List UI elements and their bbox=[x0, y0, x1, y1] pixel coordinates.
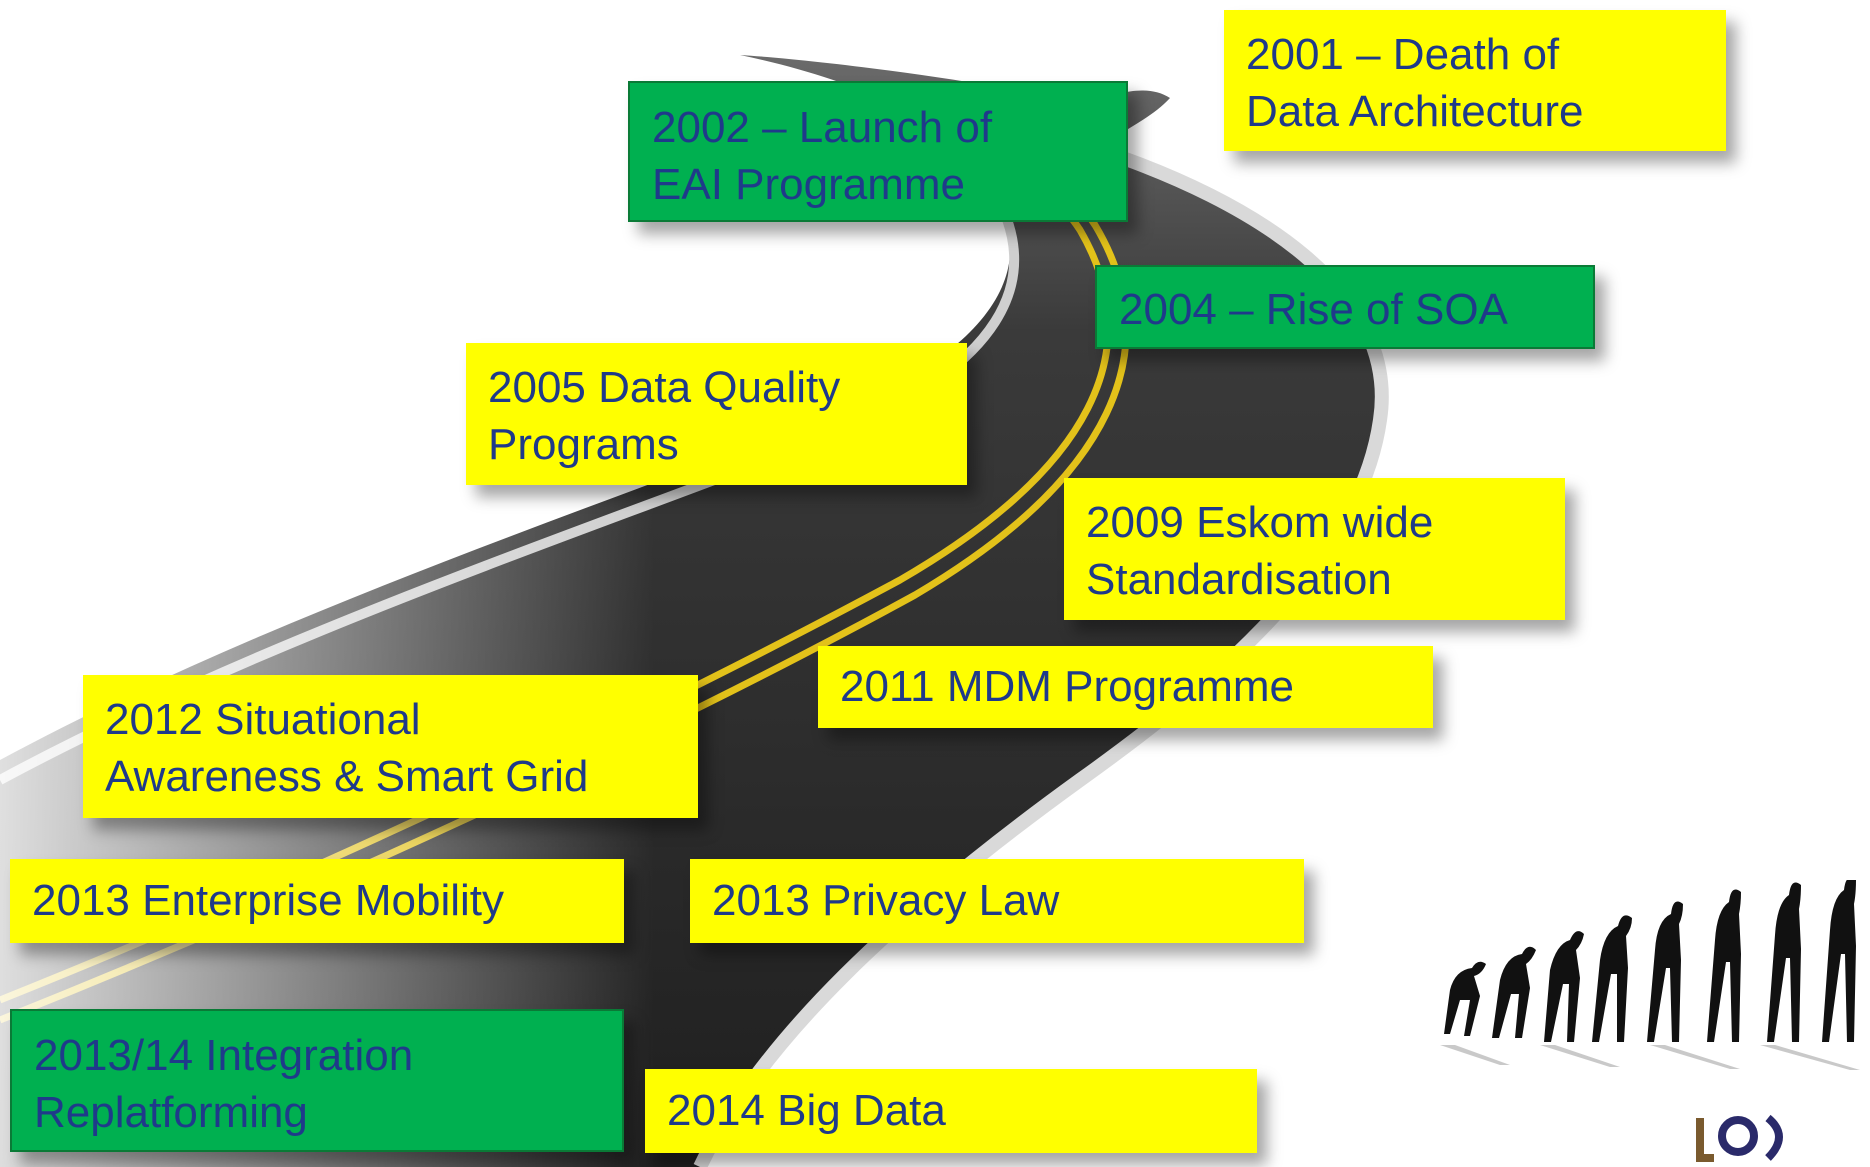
milestone-2002: 2002 – Launch of EAI Programme bbox=[628, 81, 1128, 222]
milestone-2002-line-1: 2002 – Launch of bbox=[652, 103, 993, 152]
milestone-2001-line-1: 2001 – Death of bbox=[1246, 30, 1560, 79]
milestone-2013-privacy-line-1: 2013 Privacy Law bbox=[712, 876, 1060, 925]
milestone-2012-line-2: Awareness & Smart Grid bbox=[105, 752, 589, 801]
milestone-2009-line-2: Standardisation bbox=[1086, 555, 1392, 604]
milestone-2001: 2001 – Death of Data Architecture bbox=[1224, 10, 1726, 151]
milestone-2013-integration-line-1: 2013/14 Integration bbox=[34, 1031, 414, 1080]
milestone-2011-line-1: 2011 MDM Programme bbox=[840, 662, 1294, 711]
milestone-2002-line-2: EAI Programme bbox=[652, 160, 965, 209]
milestone-2009: 2009 Eskom wide Standardisation bbox=[1064, 478, 1565, 620]
milestone-2004-line-1: 2004 – Rise of SOA bbox=[1119, 285, 1508, 334]
milestone-2009-line-1: 2009 Eskom wide bbox=[1086, 498, 1434, 547]
milestone-2014: 2014 Big Data bbox=[645, 1069, 1257, 1153]
milestone-2012-line-1: 2012 Situational bbox=[105, 695, 421, 744]
milestone-2001-line-2: Data Architecture bbox=[1246, 87, 1584, 136]
milestone-2005: 2005 Data Quality Programs bbox=[466, 343, 967, 485]
milestone-2013-mobility: 2013 Enterprise Mobility bbox=[10, 859, 624, 943]
milestone-2013-integration: 2013/14 Integration Replatforming bbox=[10, 1009, 624, 1152]
milestone-2012: 2012 Situational Awareness & Smart Grid bbox=[83, 675, 698, 818]
milestone-2014-line-1: 2014 Big Data bbox=[667, 1086, 946, 1135]
milestone-2013-mobility-line-1: 2013 Enterprise Mobility bbox=[32, 876, 505, 925]
human-evolution-silhouette-icon bbox=[1440, 880, 1860, 1070]
milestone-2011: 2011 MDM Programme bbox=[818, 646, 1433, 728]
milestone-2004: 2004 – Rise of SOA bbox=[1095, 265, 1595, 349]
milestone-2013-privacy: 2013 Privacy Law bbox=[690, 859, 1304, 943]
milestone-2005-line-1: 2005 Data Quality bbox=[488, 363, 841, 412]
milestone-2013-integration-line-2: Replatforming bbox=[34, 1088, 308, 1137]
corner-logo-icon bbox=[1696, 1114, 1783, 1162]
milestone-2005-line-2: Programs bbox=[488, 420, 679, 469]
